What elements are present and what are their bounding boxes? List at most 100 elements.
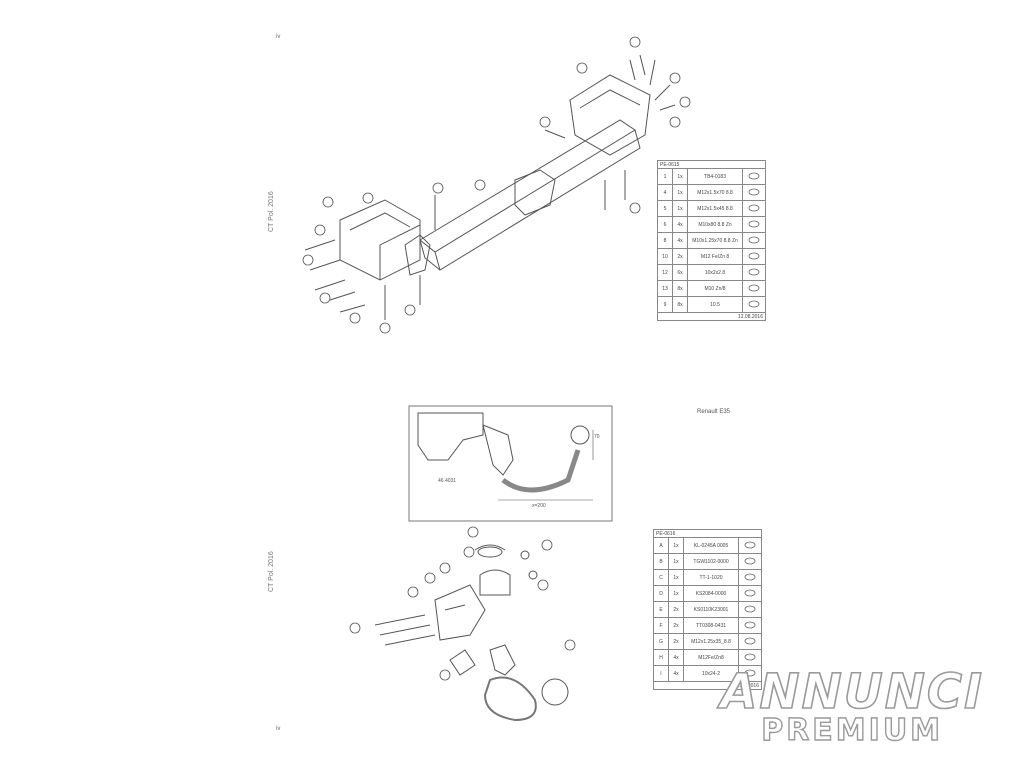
part-icon	[742, 168, 766, 185]
part-description: KL-0245A 0005	[683, 537, 739, 554]
part-description: KS2084-0000	[683, 585, 739, 602]
crossmember-exploded-diagram	[302, 36, 691, 334]
part-icon	[742, 184, 766, 201]
side-label-top: CT Pol. 2016	[268, 191, 275, 232]
part-position: H	[653, 649, 669, 666]
part-icon	[738, 601, 762, 618]
part-quantity: 1x	[672, 184, 688, 201]
margin-mark-bottom: iv	[276, 726, 281, 732]
part-quantity: 1x	[668, 553, 684, 570]
part-position: C	[653, 569, 669, 586]
parts-table-footer: 12.08.2016	[657, 312, 766, 321]
parts-table-date: 12.08.2016	[657, 312, 766, 321]
part-description: M12x1.5x45 8.8	[687, 200, 743, 217]
part-icon	[742, 216, 766, 233]
side-view-dimension-diagram	[408, 405, 613, 522]
dimension-left: 46.4031	[438, 478, 457, 484]
part-quantity: 1x	[668, 585, 684, 602]
part-position: D	[653, 585, 669, 602]
part-position: B	[653, 553, 669, 570]
part-icon	[738, 617, 762, 634]
part-position: 13	[657, 280, 673, 297]
part-position: G	[653, 633, 669, 650]
part-quantity: 2x	[672, 248, 688, 265]
part-icon	[738, 633, 762, 650]
part-quantity: 4x	[672, 232, 688, 249]
part-description: TB4-0183	[687, 168, 743, 185]
part-description: 10.5	[687, 296, 743, 313]
part-quantity: 2x	[668, 601, 684, 618]
part-icon	[742, 248, 766, 265]
part-icon	[738, 537, 762, 554]
part-quantity: 4x	[668, 649, 684, 666]
part-position: 12	[657, 264, 673, 281]
part-description: M12 Fe/Zn 8	[687, 248, 743, 265]
part-description: TT-1-1020	[683, 569, 739, 586]
ball-mount-exploded-diagram	[349, 526, 576, 722]
part-description: KS0110K23001	[683, 601, 739, 618]
part-position: 1	[657, 168, 673, 185]
part-quantity: 8x	[672, 280, 688, 297]
part-quantity: 4x	[668, 665, 684, 682]
part-quantity: 1x	[672, 200, 688, 217]
margin-mark-top: iv	[276, 34, 281, 40]
part-position: 6	[657, 216, 673, 233]
dimension-bottom: x=200	[532, 503, 546, 509]
part-quantity: 2x	[668, 633, 684, 650]
part-quantity: 4x	[672, 216, 688, 233]
part-icon	[742, 232, 766, 249]
part-quantity: 1x	[672, 168, 688, 185]
part-quantity: 1x	[668, 569, 684, 586]
part-quantity: 6x	[672, 264, 688, 281]
part-quantity: 1x	[668, 537, 684, 554]
part-icon	[738, 553, 762, 570]
part-description: 10x2x2.8	[687, 264, 743, 281]
part-position: 8	[657, 232, 673, 249]
part-position: 4	[657, 184, 673, 201]
vehicle-model-label: Renault E35	[697, 409, 731, 415]
dimension-right: 70	[594, 434, 600, 440]
annunci-premium-watermark-logo: ANNUNCI PREMIUM	[719, 664, 984, 746]
part-position: A	[653, 537, 669, 554]
parts-table-code: PE-0615	[657, 160, 766, 169]
part-icon	[742, 264, 766, 281]
part-description: TGW1102-0000	[683, 553, 739, 570]
part-icon	[742, 200, 766, 217]
part-icon	[738, 569, 762, 586]
part-quantity: 2x	[668, 617, 684, 634]
part-description: M10x1.25x70 8.8 Zn	[687, 232, 743, 249]
part-description: M12x1.5x70 8.8	[687, 184, 743, 201]
part-position: 5	[657, 200, 673, 217]
watermark-line1: ANNUNCI	[719, 664, 984, 720]
part-quantity: 8x	[672, 296, 688, 313]
part-description: M12x1.25x35_8.8	[683, 633, 739, 650]
part-icon	[738, 585, 762, 602]
part-position: 9	[657, 296, 673, 313]
part-icon	[742, 296, 766, 313]
part-description: M10 Zn/8	[687, 280, 743, 297]
part-position: F	[653, 617, 669, 634]
part-description: M10x80 8.8 Zn	[687, 216, 743, 233]
parts-table-header: PE-0616	[653, 529, 762, 538]
part-description: TT0308-0431	[683, 617, 739, 634]
